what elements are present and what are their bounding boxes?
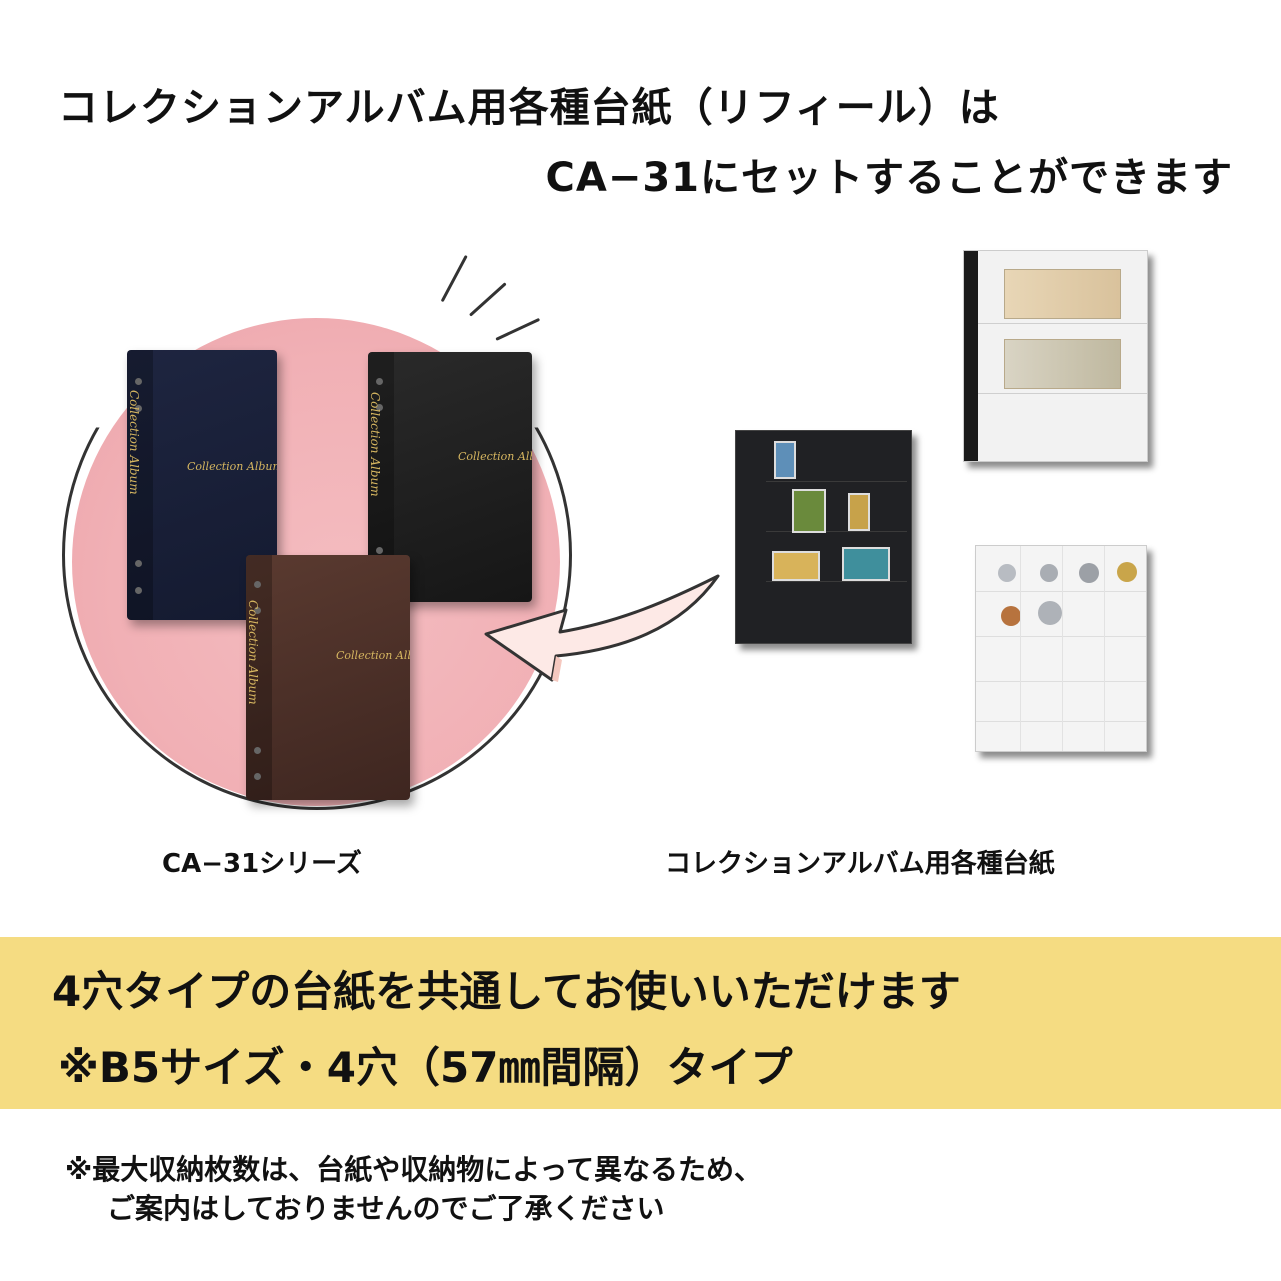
banknote-image bbox=[1004, 269, 1121, 319]
album-cover-text: Collection Album bbox=[458, 450, 532, 463]
note-line-1: ※最大収納枚数は、台紙や収納物によって異なるため、 bbox=[65, 1153, 762, 1186]
stamp-image bbox=[842, 547, 890, 581]
coin-image bbox=[1117, 562, 1137, 582]
album-spine-text: Collection Album bbox=[246, 600, 260, 705]
album-spine-text: Collection Album bbox=[368, 392, 382, 497]
banknote-refill-sheet bbox=[963, 250, 1148, 462]
banner-line-2: ※B5サイズ・4穴（57㎜間隔）タイプ bbox=[58, 1043, 793, 1092]
stamp-image bbox=[792, 489, 826, 533]
caption-album-series: CA−31シリーズ bbox=[162, 849, 362, 879]
note-line-2: ご案内はしておりませんのでご了承ください bbox=[107, 1192, 665, 1225]
banknote-image bbox=[1004, 339, 1121, 389]
motion-line-3 bbox=[495, 317, 541, 341]
headline-line-2: CA−31にセットすることができます bbox=[545, 155, 1233, 201]
stamp-refill-sheet bbox=[735, 430, 912, 644]
album-cover-text: Collection Album bbox=[187, 460, 277, 473]
coin-image bbox=[998, 564, 1016, 582]
coin-image bbox=[1038, 601, 1062, 625]
stamp-image bbox=[772, 551, 820, 581]
coin-refill-sheet bbox=[975, 545, 1147, 752]
headline-line-1: コレクションアルバム用各種台紙（リフィール）は bbox=[58, 85, 1000, 131]
coin-image bbox=[1079, 563, 1099, 583]
motion-line-1 bbox=[440, 254, 468, 303]
album-spine-text: Collection Album bbox=[127, 390, 141, 495]
stamp-image bbox=[774, 441, 796, 479]
album-cover-text: Collection Album bbox=[336, 649, 410, 662]
banner-line-1: 4穴タイプの台紙を共通してお使いいただけます bbox=[52, 967, 961, 1016]
stamp-image bbox=[848, 493, 870, 531]
yellow-banner bbox=[0, 937, 1281, 1109]
album-brown: Collection Album Collection Album bbox=[246, 555, 410, 800]
coin-image bbox=[1040, 564, 1058, 582]
album-navy: Collection Album Collection Album bbox=[127, 350, 277, 620]
curved-arrow-icon bbox=[484, 574, 720, 682]
coin-image bbox=[1001, 606, 1021, 626]
caption-refills: コレクションアルバム用各種台紙 bbox=[665, 849, 1055, 879]
motion-line-2 bbox=[468, 282, 507, 317]
